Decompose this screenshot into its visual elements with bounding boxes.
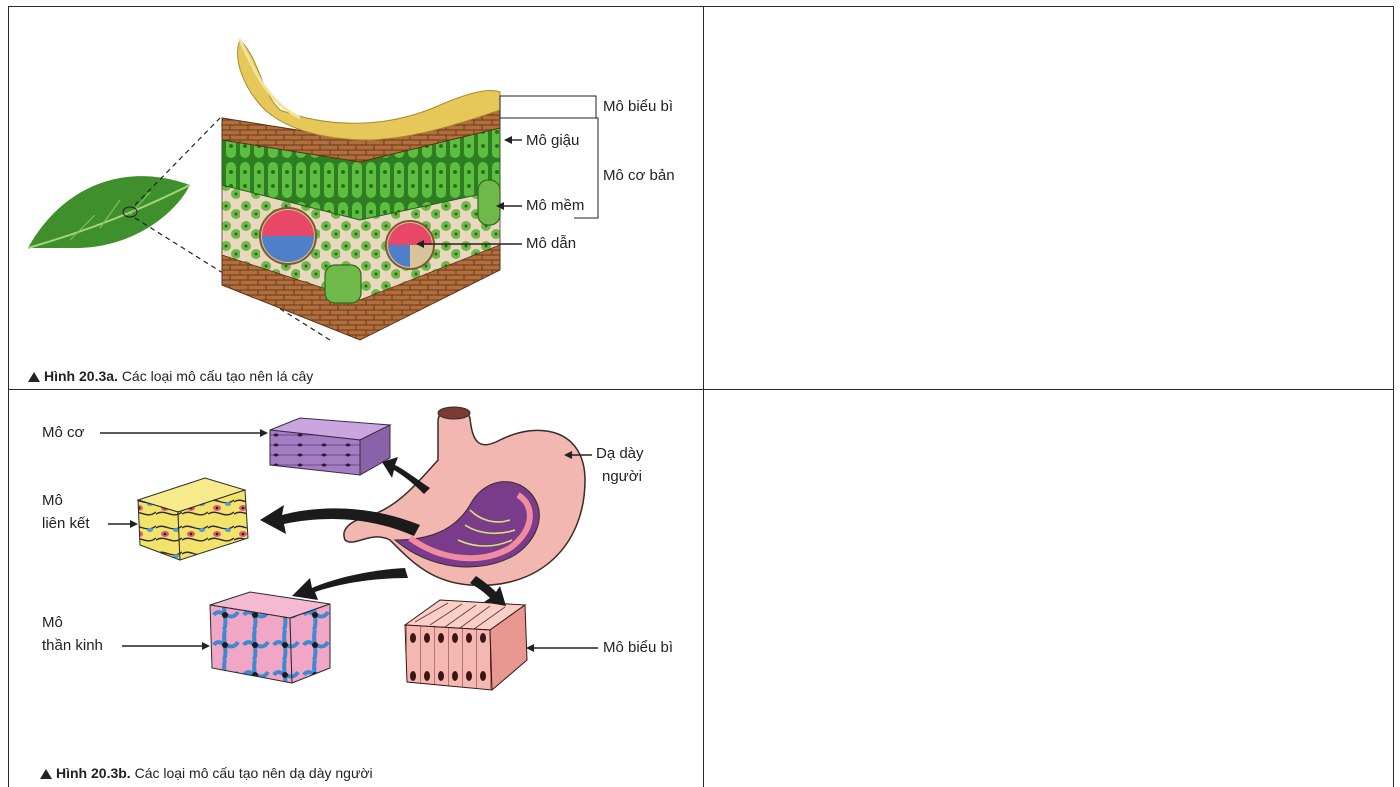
- leaf-cross-section-block: [222, 40, 500, 340]
- arrow-to-muscle: [382, 457, 430, 494]
- triangle-marker-icon: [28, 372, 40, 382]
- empty-cell-bottom-right: [704, 390, 1393, 787]
- caption-a-number: Hình 20.3a.: [44, 368, 118, 384]
- nerve-tissue-block: [210, 592, 330, 683]
- connective-tissue-block: [138, 478, 248, 560]
- vascular-bundle-right: [386, 221, 434, 269]
- spongy-cell-sample: [478, 180, 500, 225]
- label-mo-than-kinh-line2: thần kinh: [42, 635, 103, 657]
- empty-cell-top-right: [704, 7, 1393, 389]
- label-da-day-line1: Dạ dày: [596, 443, 644, 465]
- epithelial-tissue-block: [405, 600, 527, 690]
- label-mo-giau: Mô giậu: [526, 130, 579, 152]
- label-mo-co: Mô cơ: [42, 422, 84, 444]
- muscle-tissue-block: [270, 418, 390, 475]
- label-mo-bieu-bi-stomach: Mô biểu bì: [603, 637, 673, 659]
- label-mo-co-ban: Mô cơ bản: [603, 165, 675, 187]
- spongy-cell-detached: [325, 265, 361, 303]
- triangle-marker-icon: [40, 769, 52, 779]
- label-mo-lien-ket-line1: Mô: [42, 490, 63, 512]
- vascular-bundle-left: [260, 208, 316, 264]
- label-mo-than-kinh-line1: Mô: [42, 612, 63, 634]
- arrow-to-nerve: [292, 568, 408, 600]
- label-mo-dan: Mô dẫn: [526, 233, 576, 255]
- caption-b-text: Các loại mô cấu tạo nên dạ dày người: [135, 765, 373, 781]
- caption-a-text: Các loại mô cấu tạo nên lá cây: [122, 368, 313, 384]
- caption-figure-a: Hình 20.3a. Các loại mô cấu tạo nên lá c…: [28, 368, 313, 384]
- label-mo-bieu-bi-leaf: Mô biểu bì: [603, 96, 673, 118]
- label-da-day-line2: người: [602, 466, 642, 488]
- caption-figure-b: Hình 20.3b. Các loại mô cấu tạo nên dạ d…: [40, 765, 373, 781]
- caption-b-number: Hình 20.3b.: [56, 765, 131, 781]
- label-mo-lien-ket-line2: liên kết: [42, 513, 90, 535]
- label-mo-mem: Mô mềm: [526, 195, 584, 217]
